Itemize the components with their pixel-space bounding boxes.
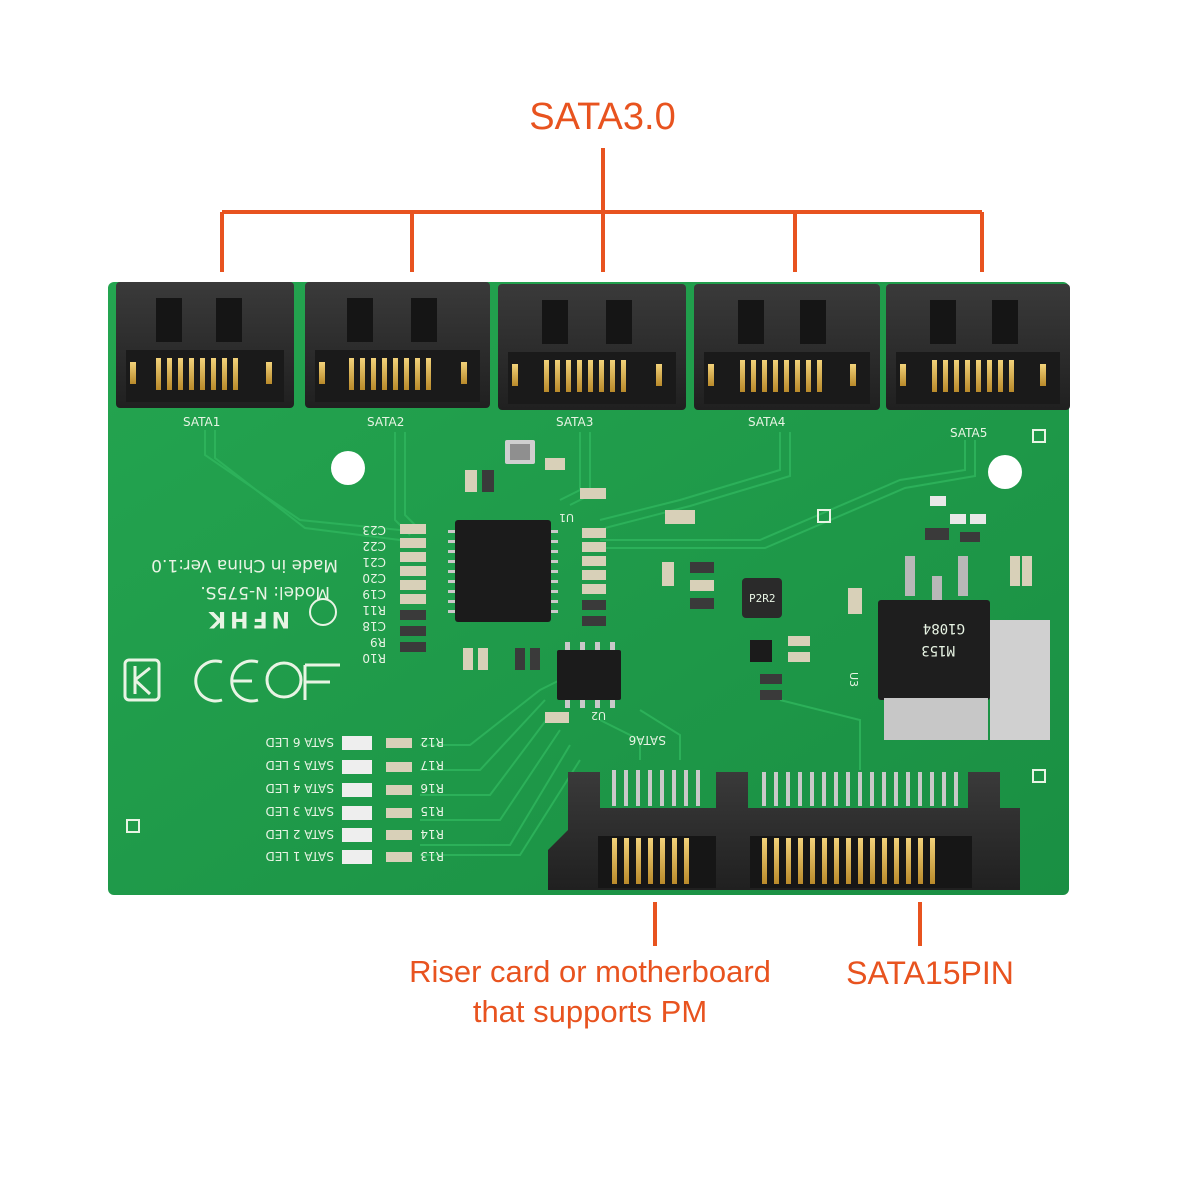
port-label-3: SATA3 <box>556 415 593 429</box>
led-indicators <box>342 736 412 864</box>
host-port-label: SATA6 <box>629 733 666 747</box>
sata-port-4 <box>694 284 880 410</box>
led-label-3: SATA 3 LED <box>266 804 335 818</box>
sata30-title: SATA3.0 <box>529 96 676 138</box>
voltage-regulator: G1084 M153 U3 <box>847 556 1050 740</box>
led-row-3 <box>342 806 412 820</box>
cap-label-c21: C21 <box>362 555 386 569</box>
res-label-r11: R11 <box>362 603 386 617</box>
regulator-text-2: M153 <box>921 642 955 658</box>
led-labels: SATA 6 LED SATA 5 LED SATA 4 LED SATA 3 … <box>266 735 335 863</box>
bracket-lines <box>220 148 984 946</box>
sata-port-2 <box>305 282 490 408</box>
led-res-label-4: R16 <box>420 781 444 795</box>
led-label-4: SATA 4 LED <box>266 781 335 795</box>
right-cap-column <box>582 528 606 626</box>
ce-icon <box>194 659 259 703</box>
small-components <box>463 440 1032 723</box>
port-label-1: SATA1 <box>183 415 220 429</box>
chip-label-u1: U1 <box>559 511 574 524</box>
port-label-2: SATA2 <box>367 415 404 429</box>
led-label-5: SATA 5 LED <box>266 758 335 772</box>
sata-port-1 <box>116 282 294 408</box>
sata-port-connectors <box>116 282 1070 410</box>
regulator-text-1: G1084 <box>923 620 965 636</box>
port-label-5: SATA5 <box>950 426 987 440</box>
controller-chip: U1 <box>448 511 574 622</box>
fiducials <box>126 429 1046 833</box>
cap-label-c20: C20 <box>362 571 386 585</box>
led-row-6 <box>342 736 412 750</box>
rcm-icon <box>123 658 161 702</box>
led-label-2: SATA 2 LED <box>266 827 335 841</box>
brand-text: NFHK <box>205 606 290 631</box>
fcc-icon <box>265 661 340 700</box>
nf-logo-icon <box>309 598 337 626</box>
left-cap-column <box>400 524 426 652</box>
silkscreen-branding: Made in China Ver:1.0 Model: N-575S. NFH… <box>151 555 338 631</box>
led-label-1: SATA 1 LED <box>266 849 335 863</box>
led-res-label-2: R14 <box>420 827 444 841</box>
inductor: P2R2 <box>742 578 782 618</box>
res-label-r9: R9 <box>370 635 386 649</box>
led-label-6: SATA 6 LED <box>266 735 335 749</box>
chip-label-u2: U2 <box>591 709 606 722</box>
pm-host-label: Riser card or motherboard that supports … <box>380 952 800 1032</box>
led-row-1 <box>342 850 412 864</box>
led-res-label-1: R13 <box>420 849 444 863</box>
sata-port-3 <box>498 284 686 410</box>
cap-label-c18: C18 <box>362 619 386 633</box>
led-row-4 <box>342 783 412 797</box>
inductor-label: P2R2 <box>749 592 776 605</box>
mount-hole-right <box>988 455 1022 489</box>
cap-label-c22: C22 <box>362 539 386 553</box>
pm-host-label-line2: that supports PM <box>472 994 708 1029</box>
sot-chip <box>750 640 772 662</box>
chip-label-u3: U3 <box>847 672 860 687</box>
port-labels: SATA1 SATA2 SATA3 SATA4 SATA5 <box>183 415 987 440</box>
led-row-2 <box>342 828 412 842</box>
left-cap-labels: C23 C22 C21 C20 C19 R11 C18 R9 R10 <box>362 523 386 665</box>
pcb-traces <box>204 430 976 856</box>
led-res-label-6: R12 <box>420 735 444 749</box>
led-res-label-5: R17 <box>420 758 444 772</box>
eeprom-chip: U2 <box>557 642 621 722</box>
led-res-label-3: R15 <box>420 804 444 818</box>
port-label-4: SATA4 <box>748 415 785 429</box>
sata15pin-label: SATA15PIN <box>846 955 1014 991</box>
pm-host-label-line1: Riser card or motherboard <box>409 954 771 989</box>
cert-marks <box>123 658 340 703</box>
cap-label-c23: C23 <box>362 523 386 537</box>
made-in-text: Made in China Ver:1.0 <box>151 555 338 575</box>
res-label-r10: R10 <box>362 651 386 665</box>
sata-port-5 <box>886 284 1070 410</box>
led-row-5 <box>342 760 412 774</box>
led-resistor-labels: R12 R17 R16 R15 R14 R13 <box>420 735 444 863</box>
sata-host-connector <box>548 770 1020 890</box>
mount-hole-left <box>331 451 365 485</box>
model-text: Model: N-575S. <box>200 582 330 602</box>
cap-label-c19: C19 <box>362 587 386 601</box>
